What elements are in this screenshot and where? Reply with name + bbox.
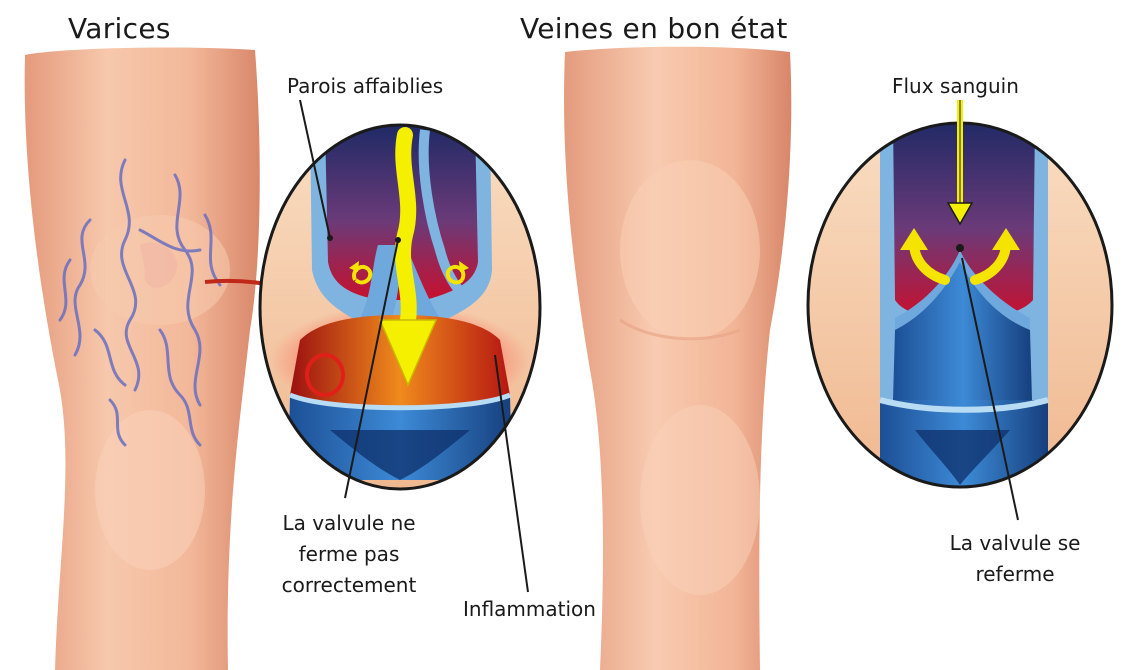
label-valve-not-closing-line2: ferme pas	[254, 539, 444, 570]
valve-detail-healthy	[808, 100, 1112, 490]
label-inflammation: Inflammation	[463, 597, 596, 621]
label-valve-not-closing: La valvule ne ferme pas correctement	[254, 508, 444, 601]
label-blood-flow: Flux sanguin	[892, 74, 1019, 98]
label-valve-closes: La valvule se referme	[925, 528, 1105, 590]
title-healthy-veins: Veines en bon état	[520, 12, 788, 45]
valve-detail-faulty	[260, 125, 540, 489]
title-varices: Varices	[68, 12, 171, 45]
label-weakened-walls: Parois affaiblies	[287, 74, 443, 98]
varicose-leg	[25, 48, 260, 670]
healthy-leg	[564, 47, 791, 670]
label-valve-closes-line1: La valvule se	[925, 528, 1105, 559]
label-valve-not-closing-line3: correctement	[254, 570, 444, 601]
label-valve-not-closing-line1: La valvule ne	[254, 508, 444, 539]
label-valve-closes-line2: referme	[925, 559, 1105, 590]
